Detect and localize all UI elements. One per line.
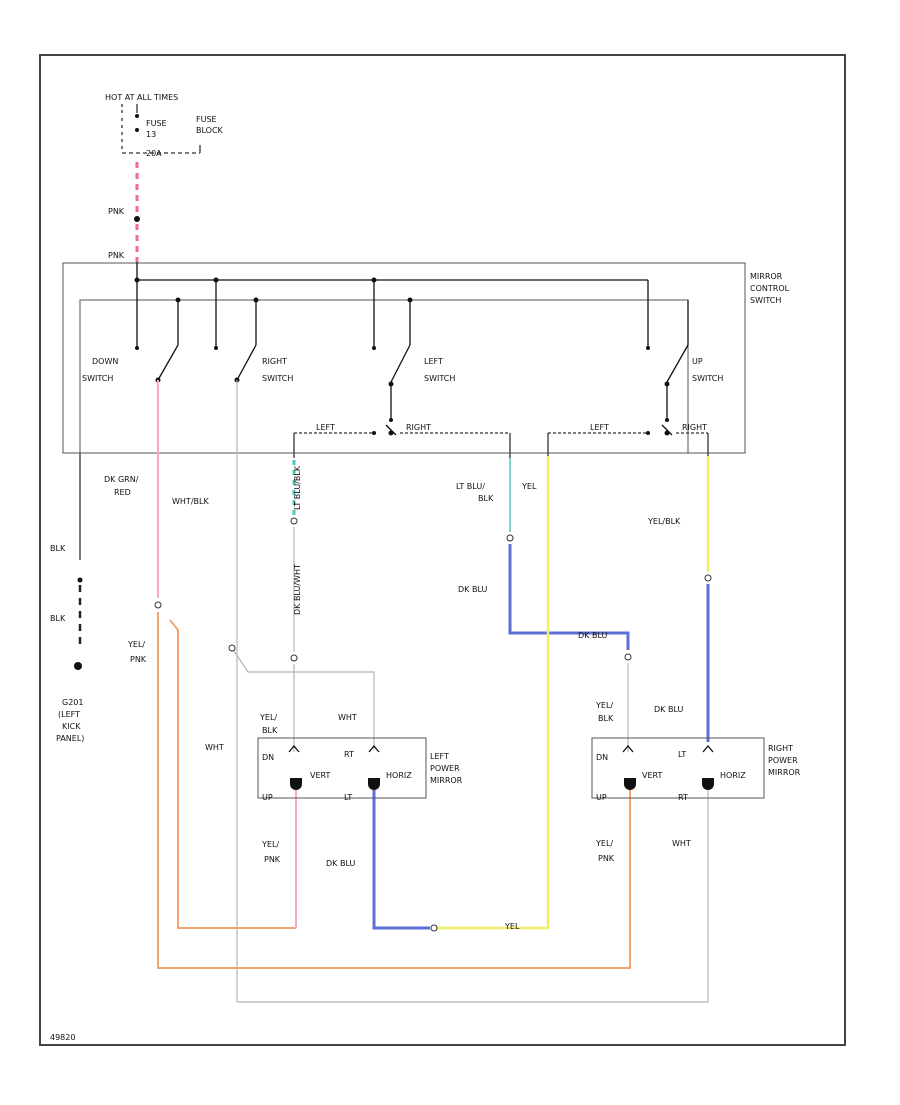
blk-label-2: BLK	[50, 614, 66, 623]
dk-grn-red-label-2: RED	[114, 488, 131, 497]
ground-label-1: G201	[62, 698, 83, 707]
lt-blu-label-2: BLK	[478, 494, 494, 503]
yel-pnk-label-3a: YEL/	[595, 839, 613, 848]
up-switch-label-1: UP	[692, 357, 703, 366]
fuse-block-label-2: BLOCK	[196, 126, 224, 135]
right-vert-motor	[624, 778, 636, 790]
pnk-label-1: PNK	[108, 207, 125, 216]
wht-left-mirror-wire	[231, 647, 375, 750]
selector-right-label-1: RIGHT	[406, 423, 431, 432]
fuse-label: FUSE	[146, 119, 167, 128]
right-mirror-pin-rt: RT	[678, 793, 688, 802]
left-switch-label-2: SWITCH	[424, 374, 455, 383]
left-mirror-pin-up: UP	[262, 793, 273, 802]
left-mirror-pin-rt: RT	[344, 750, 354, 759]
yel-blk-left-label-b: BLK	[262, 726, 278, 735]
yel-pnk-orange-wire	[157, 612, 631, 969]
right-mirror-pin-lt: LT	[678, 750, 686, 759]
yel-blk-right-label-a: YEL/	[595, 701, 613, 710]
dk-blu-horiz-label: DK BLU	[578, 631, 607, 640]
yel-wire	[436, 456, 550, 930]
control-switch-title-3: SWITCH	[750, 296, 781, 305]
selector-left-label-2: LEFT	[590, 423, 609, 432]
fuse-block: HOT AT ALL TIMES FUSE 13 20A FUSE BLOCK	[105, 93, 224, 158]
right-mirror-pin-dn: DN	[596, 753, 608, 762]
wht-blk-label: WHT/BLK	[172, 497, 209, 506]
control-switch-title-1: MIRROR	[750, 272, 783, 281]
down-switch-label-1: DOWN	[92, 357, 118, 366]
left-mirror-title-1: LEFT	[430, 752, 449, 761]
wht-label-top-left: WHT	[338, 713, 357, 722]
control-switch-outline	[62, 262, 746, 454]
dk-blu-low-label: DK BLU	[326, 859, 355, 868]
outer-frame	[39, 54, 846, 1046]
yel-pnk-label-1a: YEL/	[127, 640, 145, 649]
selector-left-label-1: LEFT	[316, 423, 335, 432]
left-vert-motor	[290, 778, 302, 790]
yel-pnk-label-2a: YEL/	[261, 840, 279, 849]
yel-bottom-label: YEL	[504, 922, 520, 931]
dk-grn-red-label-1: DK GRN/	[104, 475, 139, 484]
fuse-block-label-1: FUSE	[196, 115, 217, 124]
yel-blk-label: YEL/BLK	[647, 517, 681, 526]
left-horiz-motor	[368, 778, 380, 790]
ground-label-4: PANEL)	[56, 734, 84, 743]
yel-top-label: YEL	[521, 482, 537, 491]
yel-pnk-label-3b: PNK	[598, 854, 615, 863]
dk-blu-wire	[508, 544, 630, 650]
wht-label-right: WHT	[672, 839, 691, 848]
dk-blu-right-label: DK BLU	[654, 705, 683, 714]
ground-label-2: (LEFT	[58, 710, 80, 719]
right-mirror-pin-up: UP	[596, 793, 607, 802]
right-mirror-outline	[591, 737, 765, 799]
right-mirror-horiz: HORIZ	[720, 771, 746, 780]
right-horiz-motor	[702, 778, 714, 790]
left-mirror-vert: VERT	[310, 771, 331, 780]
fuse-rating: 20A	[146, 149, 162, 158]
blk-label-1: BLK	[50, 544, 66, 553]
left-mirror-title-2: POWER	[430, 764, 460, 773]
right-switch-label-2: SWITCH	[262, 374, 293, 383]
dk-blu-wht-vertical-label: DK BLU/WHT	[293, 564, 302, 615]
wht-bottom-wire	[237, 785, 709, 1003]
lt-blu-label-1: LT BLU/	[456, 482, 485, 491]
right-mirror-title-2: POWER	[768, 756, 798, 765]
right-switch-label-1: RIGHT	[262, 357, 287, 366]
dk-blu-mid-label: DK BLU	[458, 585, 487, 594]
left-mirror-outline	[257, 737, 427, 799]
pnk-splice	[134, 216, 140, 222]
left-mirror-title-3: MIRROR	[430, 776, 463, 785]
control-switch-title-2: CONTROL	[750, 284, 790, 293]
left-mirror-pin-lt: LT	[344, 793, 352, 802]
yel-blk-right-label-b: BLK	[598, 714, 614, 723]
lt-blu-blk-vertical-label: LT BLU/BLK	[293, 465, 302, 510]
ground-point	[74, 662, 82, 670]
left-switch-label-1: LEFT	[424, 357, 443, 366]
switch-inner-bus	[79, 299, 689, 453]
dk-blu-low-wire	[372, 790, 430, 930]
yel-pnk-orange-wire-2	[169, 619, 296, 929]
hot-at-all-times-label: HOT AT ALL TIMES	[105, 93, 178, 102]
yel-pnk-label-2b: PNK	[264, 855, 281, 864]
right-power-mirror: DN LT VERT HORIZ UP RT RIGHT POWER MIRRO…	[591, 737, 801, 802]
left-mirror-horiz: HORIZ	[386, 771, 412, 780]
right-mirror-vert: VERT	[642, 771, 663, 780]
pnk-label-2: PNK	[108, 251, 125, 260]
fuse-number: 13	[146, 130, 156, 139]
right-mirror-title-1: RIGHT	[768, 744, 793, 753]
yel-blk-left-label-a: YEL/	[259, 713, 277, 722]
yel-pnk-label-1b: PNK	[130, 655, 147, 664]
ground-label-3: KICK	[62, 722, 81, 731]
figure-id: 49820	[50, 1033, 75, 1042]
selector-right-label-2: RIGHT	[682, 423, 707, 432]
left-power-mirror: DN RT VERT HORIZ UP LT LEFT POWER MIRROR	[257, 737, 463, 802]
mirror-control-switch: MIRROR CONTROL SWITCH	[62, 262, 790, 454]
down-switch-label-2: SWITCH	[82, 374, 113, 383]
right-mirror-title-3: MIRROR	[768, 768, 801, 777]
up-switch-label-2: SWITCH	[692, 374, 723, 383]
wht-label-left: WHT	[205, 743, 224, 752]
left-mirror-pin-dn: DN	[262, 753, 274, 762]
